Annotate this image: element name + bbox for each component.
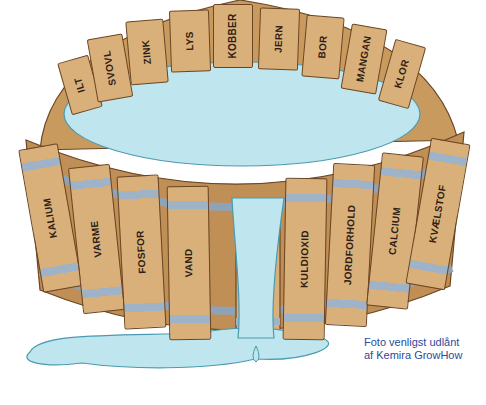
stave-label: LYS (185, 31, 196, 51)
stave-label: JERN (274, 25, 285, 53)
barrel-stave: BOR (301, 14, 344, 79)
barrel-stave: FOSFOR (116, 174, 166, 329)
water-stream (232, 198, 284, 338)
barrel-stave: LYS (169, 9, 211, 72)
stave-label: KOBBER (228, 13, 238, 58)
barrel-stave: JERN (258, 7, 300, 70)
stave-label: ILT (73, 76, 87, 93)
stave-label: KALIUM (42, 197, 59, 239)
stave-label: VAND (184, 249, 195, 278)
stave-label: JORDFORHOLD (343, 205, 357, 286)
barrel-stave: VAND (167, 186, 212, 341)
stave-label: CALCIUM (388, 207, 403, 256)
stave-label: ZINK (141, 39, 153, 64)
stave-label: MANGAN (355, 35, 373, 83)
stave-label: VARME (89, 220, 103, 258)
stave-label: FOSFOR (135, 230, 147, 274)
stave-label: KVÆLSTOF (428, 184, 448, 244)
barrel-stave: KOBBER (213, 4, 253, 68)
water-drop (253, 346, 259, 362)
stave-label: BOR (317, 35, 329, 59)
barrel-stave: ZINK (125, 18, 168, 85)
barrel-stave: KULDIOXID (283, 178, 328, 341)
stave-label: KULDIOXID (299, 230, 310, 288)
stave-label: KLOR (393, 58, 411, 89)
stave-label: SVOVL (102, 50, 118, 87)
photo-credit: Foto venligst udlånt af Kemira GrowHow (364, 336, 464, 361)
